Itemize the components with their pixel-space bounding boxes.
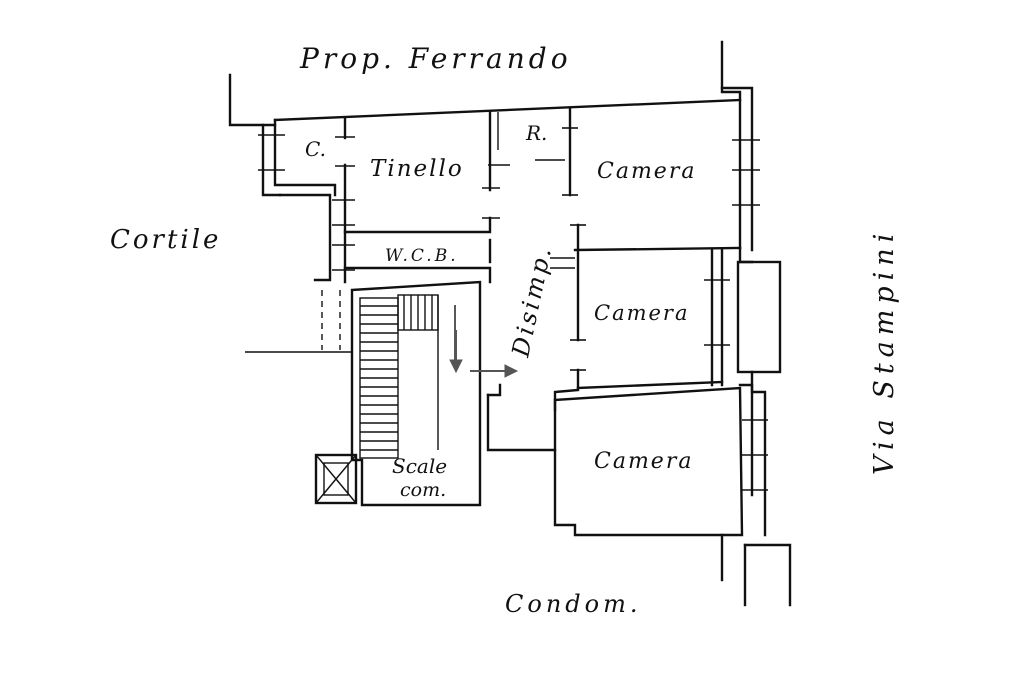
bedroom-3-label: Camera (594, 449, 693, 474)
bedroom-2-label: Camera (594, 301, 690, 325)
bedroom-1-label: Camera (597, 159, 696, 184)
shaft-box (314, 453, 358, 505)
bathroom-label: W.C.B. (385, 246, 459, 266)
closet-label: C. (305, 137, 326, 161)
entry-arrow (449, 330, 519, 378)
south-neighbor-label: Condom. (505, 590, 641, 618)
stairs-label-line1: Scale (392, 454, 447, 478)
courtyard-label: Cortile (110, 225, 221, 255)
hallway-label: Disimp. (506, 242, 557, 360)
street-label: Via Stampini (869, 228, 900, 475)
storage-label: R. (525, 121, 547, 145)
stairs-label-line2: com. (400, 479, 446, 501)
staircase (359, 294, 456, 459)
openings (258, 127, 768, 491)
interior-walls (343, 106, 742, 412)
outer-walls (228, 40, 792, 607)
north-neighbor-label: Prop. Ferrando (299, 42, 572, 75)
dining-room-label: Tinello (370, 156, 464, 182)
